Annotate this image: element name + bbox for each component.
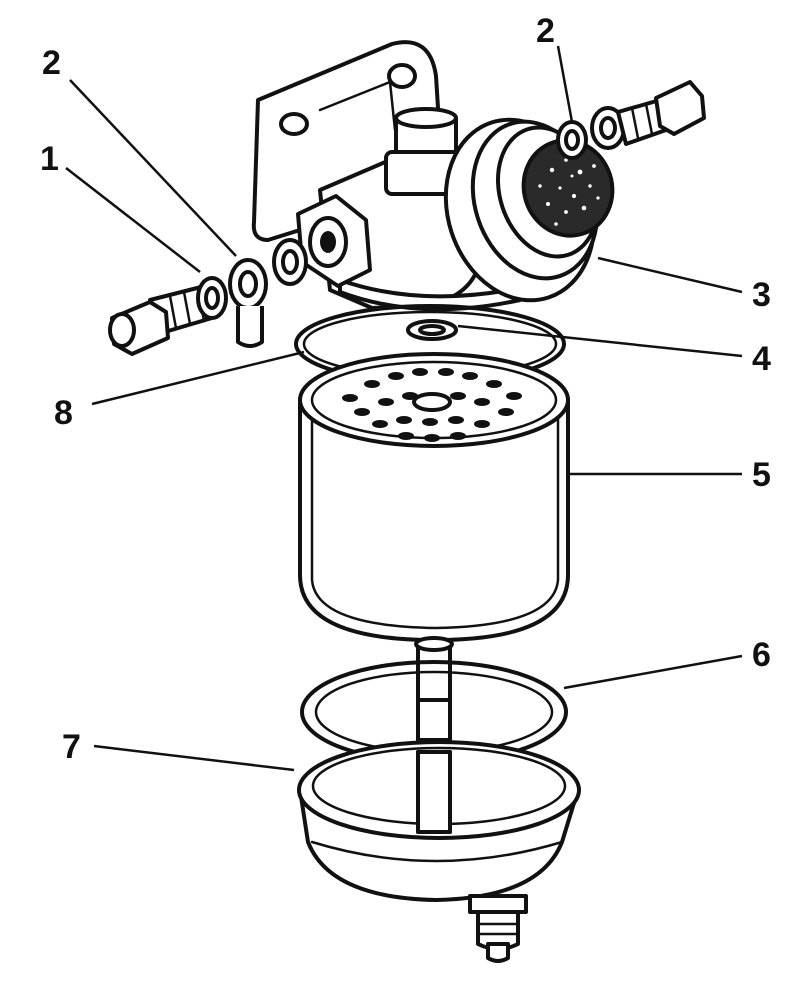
right-bolt-head	[654, 80, 706, 136]
part-3-priming-cover	[443, 117, 615, 303]
leader-3	[597, 256, 743, 294]
gauze-speckle	[538, 158, 600, 226]
left-inlet-fitting	[108, 238, 308, 356]
callout-7: 7	[62, 728, 81, 766]
part-4-seal	[406, 319, 458, 341]
callout-1: 1	[40, 140, 59, 178]
flange-rib	[318, 80, 397, 132]
drain-plug-tip	[486, 942, 510, 963]
inlet-port	[308, 216, 348, 268]
leader-8	[91, 350, 305, 406]
left-banjo-bolt-face	[108, 312, 136, 348]
callout-labels: 1 2 2 3 4 5 6 7 8	[40, 12, 771, 766]
leader-7	[93, 744, 295, 772]
centre-bolt-top	[414, 636, 454, 652]
leader-2-right	[556, 45, 574, 123]
banjo-pipe-stub	[236, 306, 264, 348]
primer-gauze	[521, 138, 615, 238]
drain-plug-boss	[468, 894, 528, 914]
callout-2-left: 2	[42, 44, 61, 82]
top-bleed-bolt-head	[394, 107, 458, 129]
flange-bolt-hole-left	[279, 112, 309, 136]
element-perforations	[342, 368, 522, 442]
callout-2-right: 2	[536, 12, 555, 50]
callout-4: 4	[752, 340, 771, 378]
leader-lines	[65, 45, 743, 772]
callout-6: 6	[752, 636, 771, 674]
leader-4	[457, 324, 743, 358]
part-7-sediment-bowl	[297, 740, 581, 963]
leader-1	[65, 167, 201, 273]
part-5-filter-element	[298, 352, 570, 642]
callout-3: 3	[752, 276, 771, 314]
leader-2-left	[69, 79, 237, 257]
inlet-port-bore	[320, 231, 336, 253]
callout-8: 8	[54, 394, 73, 432]
filter-head-assembly	[251, 40, 522, 312]
part-2-washer-right	[556, 120, 588, 160]
right-outlet-fitting	[556, 80, 706, 160]
leader-6	[563, 654, 743, 690]
flange-bolt-hole-right	[387, 63, 417, 89]
element-centre-hole	[412, 392, 452, 412]
callout-5: 5	[752, 456, 771, 494]
part-2-banjo-left	[228, 258, 268, 310]
part-1-washer	[196, 276, 228, 320]
inlet-washer	[272, 238, 308, 286]
